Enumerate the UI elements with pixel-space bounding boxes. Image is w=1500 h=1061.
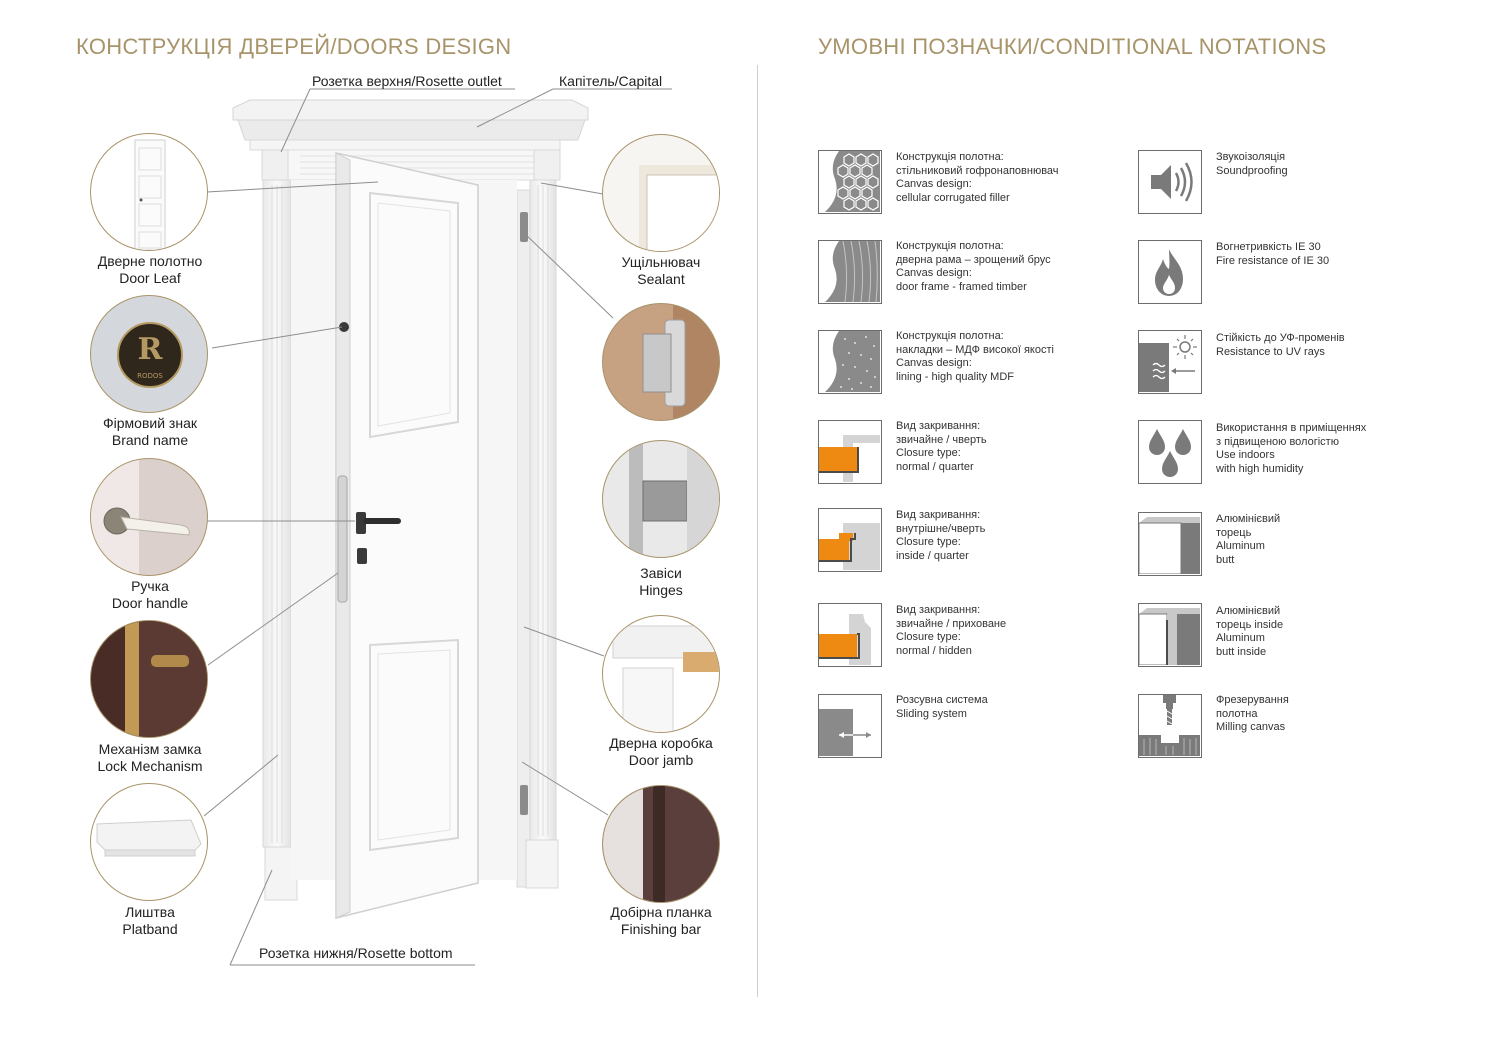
door-diagram [203, 88, 672, 966]
leader-lines [203, 88, 672, 966]
sun-uv-icon [1138, 330, 1202, 394]
notation-honeycomb-text: Конструкція полотна:стільниковий гофрона… [896, 151, 1059, 204]
lock-mechanism-photo [90, 620, 208, 738]
hinges-top-photo [602, 303, 720, 421]
platband-photo [90, 783, 208, 901]
closure-normal-hidden-icon [818, 603, 882, 667]
speaker-icon [1138, 150, 1202, 214]
flame-icon [1138, 240, 1202, 304]
rosette-outlet-label: Розетка верхня/Rosette outlet [312, 73, 502, 89]
notation-wood-text: Конструкція полотна:дверна рама – зрощен… [896, 240, 1051, 293]
rosette-bottom-label: Розетка нижня/Rosette bottom [259, 945, 453, 961]
door-leaf-illustration [335, 152, 479, 919]
aluminum-butt-icon [1138, 512, 1202, 576]
water-drops-icon [1138, 420, 1202, 484]
closure-normal-quarter-icon [818, 420, 882, 484]
right-pilaster [516, 179, 559, 889]
sliding-system-icon [818, 694, 882, 758]
column-divider [757, 65, 758, 997]
wood-grain-icon [818, 240, 882, 304]
finishing-bar-photo [602, 785, 720, 903]
notation-mdf-text: Конструкція полотна:накладки – МДФ висок… [896, 330, 1054, 383]
honeycomb-icon [818, 150, 882, 214]
door-capital [232, 99, 589, 151]
right-heading: УМОВНІ ПОЗНАЧКИ/CONDITIONAL NOTATIONS [818, 34, 1327, 59]
closure-inside-quarter-icon [818, 508, 882, 572]
brand-logo-text: RODOS [137, 372, 163, 380]
hinges-bottom-photo [602, 440, 720, 558]
capital-label: Капітель/Capital [559, 73, 663, 89]
door-jamb-photo [602, 615, 720, 733]
svg-text:R: R [138, 332, 164, 367]
brand-name-photo: R RODOS [90, 295, 208, 413]
sealant-photo [602, 134, 720, 252]
door-handle-photo [90, 458, 208, 576]
door-leaf-photo [90, 133, 208, 251]
left-heading: КОНСТРУКЦІЯ ДВЕРЕЙ/DOORS DESIGN [76, 34, 512, 59]
aluminum-butt-inside-icon [1138, 603, 1202, 667]
milling-icon [1138, 694, 1202, 758]
mdf-dots-icon [818, 330, 882, 394]
